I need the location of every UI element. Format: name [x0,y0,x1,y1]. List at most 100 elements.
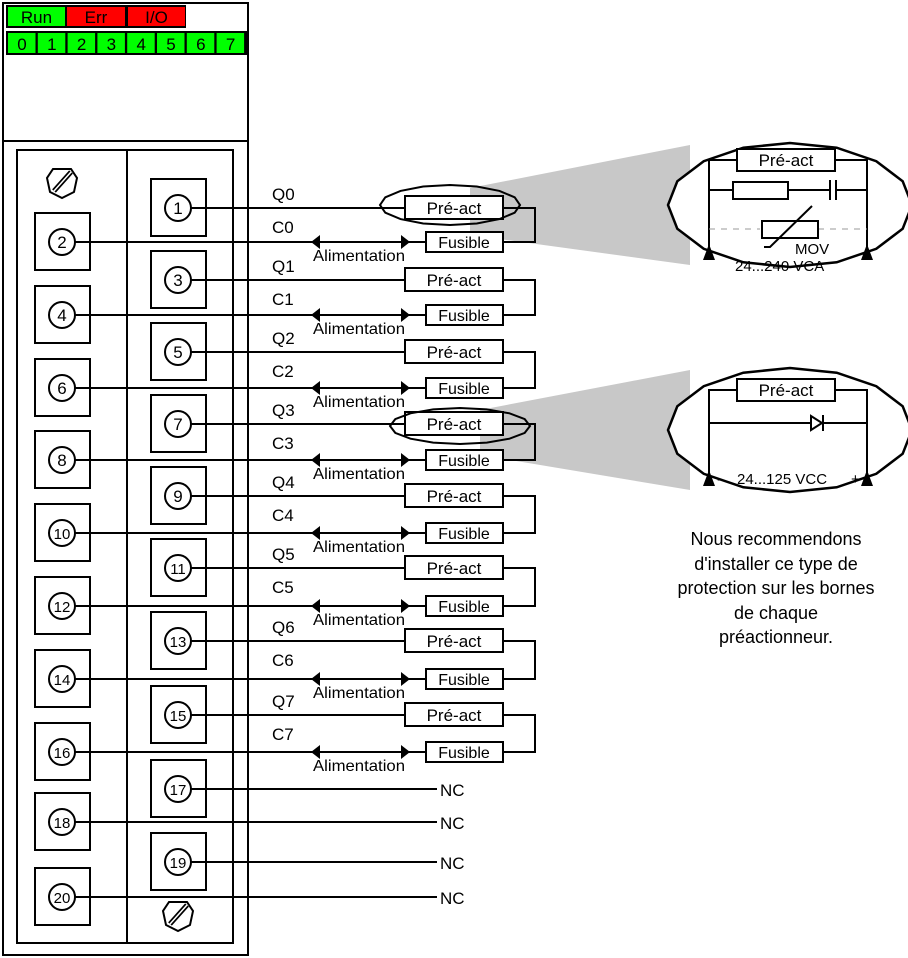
terminal-number: 4 [57,306,66,325]
channel-led-2 [67,33,96,53]
fuse-box [425,231,504,253]
common-label: C5 [272,578,294,597]
fuse-label: Fusible [438,672,490,689]
terminal-number: 5 [173,343,182,362]
highlight-fan [470,145,690,265]
status-led-label: I/O [145,8,168,27]
terminal-block [16,149,234,944]
terminal-number: 19 [170,855,187,872]
supply-label: Alimentation [313,321,405,338]
component-label: MOV [795,241,829,258]
terminal-number: 18 [54,815,71,832]
arrow-left-icon [311,235,320,249]
channel-led-label: 0 [17,35,26,54]
terminal-number: 9 [173,487,182,506]
terminal-number: 15 [170,708,187,725]
common-label: C2 [272,362,294,381]
highlight-oval [378,183,522,227]
inset-dc-protection: Pré-act-24...125 VCC+ [666,366,908,494]
note-line: d'installer ce type de [694,553,858,574]
fuse-label: Fusible [438,381,490,398]
channel-led-4 [127,33,155,53]
arrow-right-icon [401,745,410,759]
screw-icon [45,168,79,200]
common-label: C4 [272,506,294,525]
fuse-label: Fusible [438,453,490,470]
preactuator-label: Pré-act [427,706,482,725]
nc-label: NC [440,814,465,833]
status-led-label: Run [21,8,52,27]
voltage-label: 24...125 VCC [737,471,827,488]
supply-label: Alimentation [313,248,405,265]
terminal-number: 11 [170,561,186,578]
arrow-left-icon [311,599,320,613]
terminal-number: 12 [54,599,71,616]
preactuator-label: Pré-act [759,381,814,400]
varistor-icon [761,220,819,239]
terminal-11: 11 [150,538,207,597]
nc-label: NC [440,854,465,873]
voltage-label: 24...240 VCA [735,258,824,275]
arrow-left-icon [311,745,320,759]
output-label: Q3 [272,401,295,420]
arrow-left-icon [311,381,320,395]
preactuator-label: Pré-act [427,487,482,506]
fuse-box [425,449,504,471]
supply-label: Alimentation [313,466,405,483]
terminal-number: 7 [173,415,182,434]
arrow-left-icon [311,526,320,540]
nc-connection: NC [190,854,465,873]
arrow-left-icon [311,453,320,467]
arrow-right-icon [401,672,410,686]
terminal-number: 8 [57,451,66,470]
terminal-arrow-icon [703,470,715,486]
fuse-box [425,741,504,763]
supply-label: Alimentation [313,612,405,629]
channel-led-3 [97,33,125,53]
arrow-right-icon [401,453,410,467]
terminal-arrow-icon [703,244,715,260]
channel-led-7 [216,33,245,53]
nc-label: NC [440,889,465,908]
resistor-icon [732,181,789,200]
output-label: Q5 [272,545,295,564]
channel-led-5 [157,33,185,53]
preactuator-label: Pré-act [427,559,482,578]
fuse-label: Fusible [438,308,490,325]
supply-label: Alimentation [313,685,405,702]
fuse-label: Fusible [438,745,490,762]
terminal-number: 2 [57,233,66,252]
arrow-right-icon [401,235,410,249]
nc-connection: NC [75,814,465,833]
fuse-box [425,522,504,544]
channel-led-label: 2 [77,35,86,54]
nc-label: NC [440,781,465,800]
terminal-number: 13 [170,634,187,651]
common-label: C7 [272,725,294,744]
output-label: Q7 [272,692,295,711]
status-led-run [8,7,65,26]
diode-icon [810,414,824,432]
terminal-number: 14 [54,672,71,689]
preactuator-box [404,702,504,727]
fuse-box [425,377,504,399]
terminal-number: 3 [173,271,182,290]
terminal-15: 15 [150,685,207,744]
terminal-number: 17 [170,782,187,799]
terminal-arrow-icon [861,470,873,486]
note-line: protection sur les bornes [677,578,875,598]
preactuator-label: Pré-act [427,199,482,218]
terminal-number: 16 [54,745,71,762]
terminal-10: 10 [34,503,91,562]
note-line: de chaque [733,602,819,623]
note-line: préactionneur. [718,627,834,647]
supply-label: Alimentation [313,539,405,556]
arrow-right-icon [401,381,410,395]
output-label: Q2 [272,329,295,348]
